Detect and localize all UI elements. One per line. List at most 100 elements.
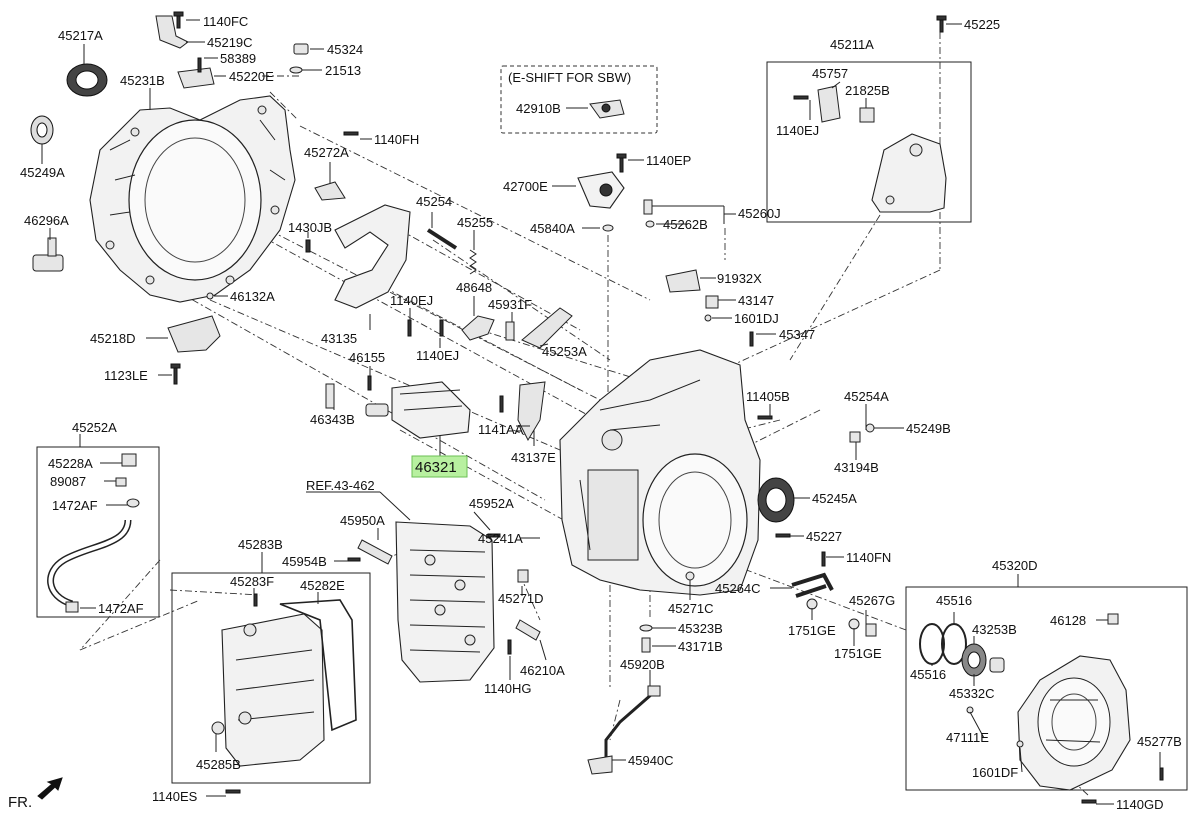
label-43147[interactable]: 43147 <box>738 293 774 308</box>
oring-45516-part <box>919 623 967 665</box>
label-45516-b[interactable]: 45516 <box>910 667 946 682</box>
label-1751GE-b[interactable]: 1751GE <box>834 646 882 661</box>
label-21513[interactable]: 21513 <box>325 63 361 78</box>
label-46343B[interactable]: 46343B <box>310 412 355 427</box>
label-45324[interactable]: 45324 <box>327 42 363 57</box>
label-1140HG[interactable]: 1140HG <box>484 681 531 696</box>
label-45950A[interactable]: 45950A <box>340 513 385 528</box>
label-46155[interactable]: 46155 <box>349 350 385 365</box>
label-45254A[interactable]: 45254A <box>844 389 889 404</box>
bracket-45218D-part <box>167 315 221 353</box>
label-45920B[interactable]: 45920B <box>620 657 665 672</box>
label-45323B[interactable]: 45323B <box>678 621 723 636</box>
label-47111E[interactable]: 47111E <box>946 730 989 745</box>
label-21825B[interactable]: 21825B <box>845 83 890 98</box>
label-1140GD[interactable]: 1140GD <box>1116 797 1163 812</box>
sensor-42700E-part <box>577 171 625 209</box>
label-1472AF-a[interactable]: 1472AF <box>52 498 98 513</box>
label-11405B[interactable]: 11405B <box>746 389 790 404</box>
label-89087[interactable]: 89087 <box>50 474 86 489</box>
label-46321[interactable]: 46321 <box>415 459 457 476</box>
label-45952A[interactable]: 45952A <box>469 496 514 511</box>
label-1140EJ-b[interactable]: 1140EJ <box>416 348 459 363</box>
label-45211A[interactable]: 45211A <box>830 37 874 52</box>
label-45255[interactable]: 45255 <box>457 215 493 230</box>
label-45249B[interactable]: 45249B <box>906 421 951 436</box>
seal-45217A-part <box>66 63 108 97</box>
label-43194B[interactable]: 43194B <box>834 460 879 475</box>
label-45940C[interactable]: 45940C <box>628 753 674 768</box>
label-45219C[interactable]: 45219C <box>207 35 253 50</box>
label-1140FH[interactable]: 1140FH <box>374 132 419 147</box>
label-1141AA[interactable]: 1141AA <box>478 422 524 437</box>
oil-guide-43135-part <box>334 204 411 309</box>
label-48648[interactable]: 48648 <box>456 280 492 295</box>
label-45271D[interactable]: 45271D <box>498 591 544 606</box>
label-45272A[interactable]: 45272A <box>304 145 349 160</box>
label-43253B[interactable]: 43253B <box>972 622 1017 637</box>
label-46210A[interactable]: 46210A <box>520 663 565 678</box>
label-1140FC[interactable]: 1140FC <box>203 14 248 29</box>
label-1430JB[interactable]: 1430JB <box>288 220 332 235</box>
lever-45253A-part <box>521 307 573 349</box>
label-45347[interactable]: 45347 <box>779 327 815 342</box>
label-1140EJ-a[interactable]: 1140EJ <box>390 293 433 308</box>
label-1601DF[interactable]: 1601DF <box>972 765 1018 780</box>
label-45840A[interactable]: 45840A <box>530 221 575 236</box>
label-1140EP[interactable]: 1140EP <box>646 153 691 168</box>
label-1140FN[interactable]: 1140FN <box>846 550 891 565</box>
label-43171B[interactable]: 43171B <box>678 639 723 654</box>
label-45283B[interactable]: 45283B <box>238 537 283 552</box>
label-45245A[interactable]: 45245A <box>812 491 857 506</box>
label-46132A[interactable]: 46132A <box>230 289 275 304</box>
label-45218D[interactable]: 45218D <box>90 331 136 346</box>
solenoid-46321-part <box>365 381 471 439</box>
label-45225[interactable]: 45225 <box>964 17 1000 32</box>
label-45241A[interactable]: 45241A <box>478 531 523 546</box>
label-45253A[interactable]: 45253A <box>542 344 587 359</box>
label-45262B[interactable]: 45262B <box>663 217 708 232</box>
label-45285B[interactable]: 45285B <box>196 757 241 772</box>
label-1751GE-a[interactable]: 1751GE <box>788 623 836 638</box>
valve-body-ref-43-462-part <box>395 521 495 683</box>
label-45252A[interactable]: 45252A <box>72 420 117 435</box>
label-45283F[interactable]: 45283F <box>230 574 274 589</box>
label-45231B[interactable]: 45231B <box>120 73 165 88</box>
label-1140EJ-c[interactable]: 1140EJ <box>776 123 819 138</box>
label-45217A[interactable]: 45217A <box>58 28 103 43</box>
spring-45255-part <box>469 249 477 275</box>
label-1472AF-b[interactable]: 1472AF <box>98 601 144 616</box>
label-45254[interactable]: 45254 <box>416 194 452 209</box>
label-42700E[interactable]: 42700E <box>503 179 548 194</box>
label-43135[interactable]: 43135 <box>321 331 357 346</box>
label-43137E[interactable]: 43137E <box>511 450 556 465</box>
label-45271C[interactable]: 45271C <box>668 601 714 616</box>
label-1140ES[interactable]: 1140ES <box>152 789 198 804</box>
label-58389[interactable]: 58389 <box>220 51 256 66</box>
label-1601DJ[interactable]: 1601DJ <box>734 311 779 326</box>
label-45931F[interactable]: 45931F <box>488 297 532 312</box>
label-45320D[interactable]: 45320D <box>992 558 1038 573</box>
label-1123LE[interactable]: 1123LE <box>104 368 148 383</box>
label-91932X[interactable]: 91932X <box>717 271 762 286</box>
label-45267G[interactable]: 45267G <box>849 593 895 608</box>
label-45249A[interactable]: 45249A <box>20 165 65 180</box>
label-45277B[interactable]: 45277B <box>1137 734 1182 749</box>
hose-box <box>36 446 160 618</box>
label-46296A[interactable]: 46296A <box>24 213 69 228</box>
label-45228A[interactable]: 45228A <box>48 456 93 471</box>
label-45220E[interactable]: 45220E <box>229 69 274 84</box>
label-45260J[interactable]: 45260J <box>738 206 781 221</box>
label-45282E[interactable]: 45282E <box>300 578 345 593</box>
label-42910B[interactable]: 42910B <box>516 101 561 116</box>
label-45332C[interactable]: 45332C <box>949 686 995 701</box>
label-45264C[interactable]: 45264C <box>715 581 761 596</box>
label-45954B[interactable]: 45954B <box>282 554 327 569</box>
label-ref-43-462[interactable]: REF.43-462 <box>306 478 375 493</box>
label-46128[interactable]: 46128 <box>1050 613 1086 628</box>
label-45227[interactable]: 45227 <box>806 529 842 544</box>
label-45516-a[interactable]: 45516 <box>936 593 972 608</box>
label-45757[interactable]: 45757 <box>812 66 848 81</box>
shaft-45254-part <box>426 228 458 250</box>
